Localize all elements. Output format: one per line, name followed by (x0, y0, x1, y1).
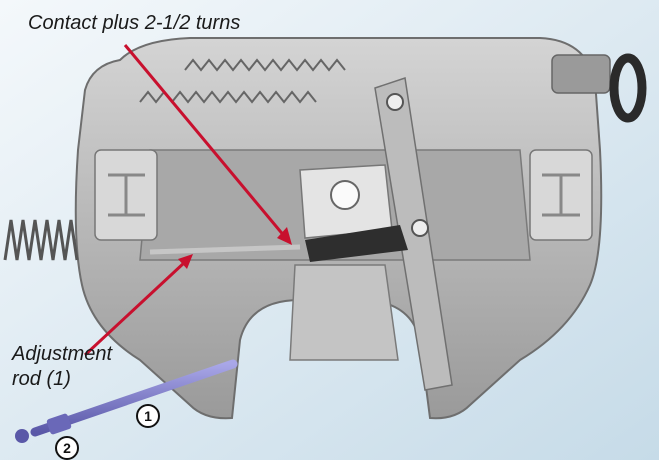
lever-pivot-top (386, 93, 404, 111)
adjustment-rod-installed (149, 244, 301, 255)
adjustment-rod (15, 359, 238, 443)
leader-lines (83, 44, 292, 357)
side-spring (3, 219, 79, 261)
throat-opening (289, 264, 399, 361)
callout-adjustment-line1: Adjustment (12, 343, 113, 365)
marker-one: 1 (136, 404, 160, 428)
lock-wedge (305, 225, 408, 262)
right-bracket-detail (542, 173, 580, 217)
handle-ring-icon (551, 53, 647, 123)
kingpin-hole (330, 180, 360, 210)
lever-pivot-mid (411, 219, 429, 237)
callout-adjustment-line2: rod (1) (12, 368, 71, 390)
marker-two: 2 (55, 436, 79, 460)
callout-contact-turns: Contact plus 2-1/2 turns (28, 12, 241, 34)
left-bracket-detail (108, 173, 145, 217)
